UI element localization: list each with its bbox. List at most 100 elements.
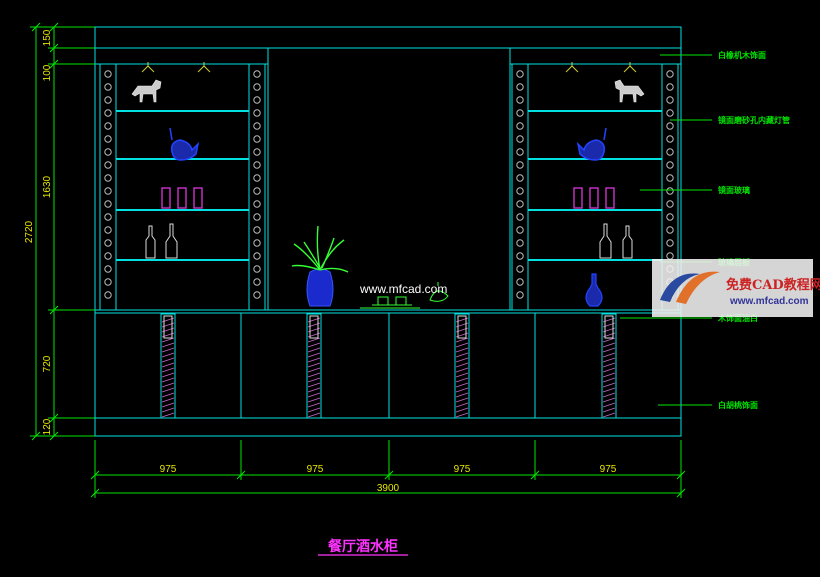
pilaster-hatch <box>602 402 616 408</box>
glass-cup-icon <box>605 187 615 209</box>
wine-bottle-icon <box>145 225 156 259</box>
light-hole-icon <box>666 70 674 78</box>
wine-bottle-icon <box>622 225 633 259</box>
pilaster-hatch <box>455 387 469 393</box>
pilaster-hatch <box>307 367 321 373</box>
pilaster-hatch <box>161 387 175 393</box>
spotlight-icon <box>197 62 211 73</box>
plant-icon <box>291 225 349 273</box>
spotlight-icon <box>565 62 579 73</box>
annotation-wood-veneer: 木饰面油白 <box>717 313 758 323</box>
light-hole-icon <box>666 135 674 143</box>
light-hole-icon <box>253 109 261 117</box>
pilaster-hatch <box>161 357 175 363</box>
teapot-handle-icon <box>169 127 173 141</box>
light-hole-icon <box>666 187 674 195</box>
light-hole-icon <box>666 174 674 182</box>
teapot-handle-icon <box>603 127 607 141</box>
light-hole-icon <box>104 122 112 130</box>
teapot-icon <box>170 139 200 161</box>
glass-cup-icon <box>193 187 203 209</box>
pilaster-hatch <box>602 342 616 348</box>
wine-bottle-icon <box>165 223 178 259</box>
light-hole-icon <box>666 122 674 130</box>
pilaster-hatch <box>455 357 469 363</box>
pilaster-hatch <box>161 397 175 403</box>
blue-vase-icon <box>585 273 603 307</box>
light-hole-icon <box>104 109 112 117</box>
pilaster-hatch <box>161 372 175 378</box>
pilaster-hatch <box>307 412 321 418</box>
pilaster-hatch <box>455 397 469 403</box>
light-hole-icon <box>516 148 524 156</box>
pilaster-hatch <box>602 337 616 343</box>
drawing-title: 餐厅酒水柜 <box>327 538 398 555</box>
teapot-icon <box>576 139 606 161</box>
pilaster <box>306 313 322 419</box>
light-hole-icon <box>104 252 112 260</box>
pilaster-hatch <box>161 392 175 398</box>
light-hole-icon <box>253 213 261 221</box>
light-hole-icon <box>666 148 674 156</box>
light-hole-icon <box>253 96 261 104</box>
pilaster-hatch <box>307 337 321 343</box>
pilaster-hatch <box>307 357 321 363</box>
pilaster-hatch <box>307 352 321 358</box>
light-hole-icon <box>666 239 674 247</box>
pilaster-hatch <box>161 362 175 368</box>
pilaster-hatch <box>307 377 321 383</box>
light-hole-icon <box>253 291 261 299</box>
spotlight-icon <box>141 62 155 73</box>
horse-sculpture-icon <box>131 79 162 103</box>
pilaster-hatch <box>602 412 616 418</box>
light-hole-icon <box>104 226 112 234</box>
light-hole-icon <box>666 109 674 117</box>
dim-horizontal-3: 975 <box>454 464 471 475</box>
pilaster-hatch <box>307 382 321 388</box>
light-hole-icon <box>104 291 112 299</box>
glass-cup-icon <box>589 187 599 209</box>
glass-cup-icon <box>161 187 171 209</box>
logo-background <box>652 259 813 317</box>
door-handle-icon <box>163 315 173 339</box>
light-hole-icon <box>666 213 674 221</box>
watermark-url: www.mfcad.com <box>359 282 447 296</box>
pilaster-hatch <box>161 382 175 388</box>
logo-watermark: 免费CAD教程网 www.mfcad.com <box>652 259 820 317</box>
light-hole-icon <box>516 70 524 78</box>
light-hole-icon <box>516 226 524 234</box>
dim-tick-marks <box>90 470 686 498</box>
spotlight-icons <box>141 62 637 73</box>
light-hole-icon <box>253 70 261 78</box>
light-hole-icon <box>666 161 674 169</box>
light-hole-icon <box>104 200 112 208</box>
light-hole-icon <box>253 278 261 286</box>
pilaster-hatch <box>455 352 469 358</box>
pilaster-hatch <box>161 337 175 343</box>
horse-sculpture-icon <box>614 79 645 103</box>
left-post-outer <box>99 63 117 311</box>
light-hole-icon <box>104 148 112 156</box>
pilaster-hatch <box>161 352 175 358</box>
pilaster-hatch <box>602 397 616 403</box>
dim-horizontal-total: 3900 <box>377 483 400 494</box>
light-hole-icon <box>516 265 524 273</box>
light-hole-icon <box>253 239 261 247</box>
pilaster-hatch <box>307 397 321 403</box>
pilaster-hatch <box>455 402 469 408</box>
pilaster-hatch <box>455 362 469 368</box>
pilaster-hatch <box>161 347 175 353</box>
dim-vertical-720: 720 <box>42 355 53 372</box>
annotation-leaders <box>620 54 712 406</box>
pilaster-hatch <box>455 367 469 373</box>
dim-vertical-total: 2720 <box>24 220 35 243</box>
tray-icon <box>360 296 420 309</box>
pilaster-hatch <box>602 352 616 358</box>
light-hole-icon <box>253 252 261 260</box>
pilaster-hatch <box>455 347 469 353</box>
light-hole-icon <box>104 161 112 169</box>
pilaster-hatch <box>455 377 469 383</box>
light-hole-icon <box>253 200 261 208</box>
pilaster-hatch <box>161 407 175 413</box>
light-hole-icon <box>253 148 261 156</box>
